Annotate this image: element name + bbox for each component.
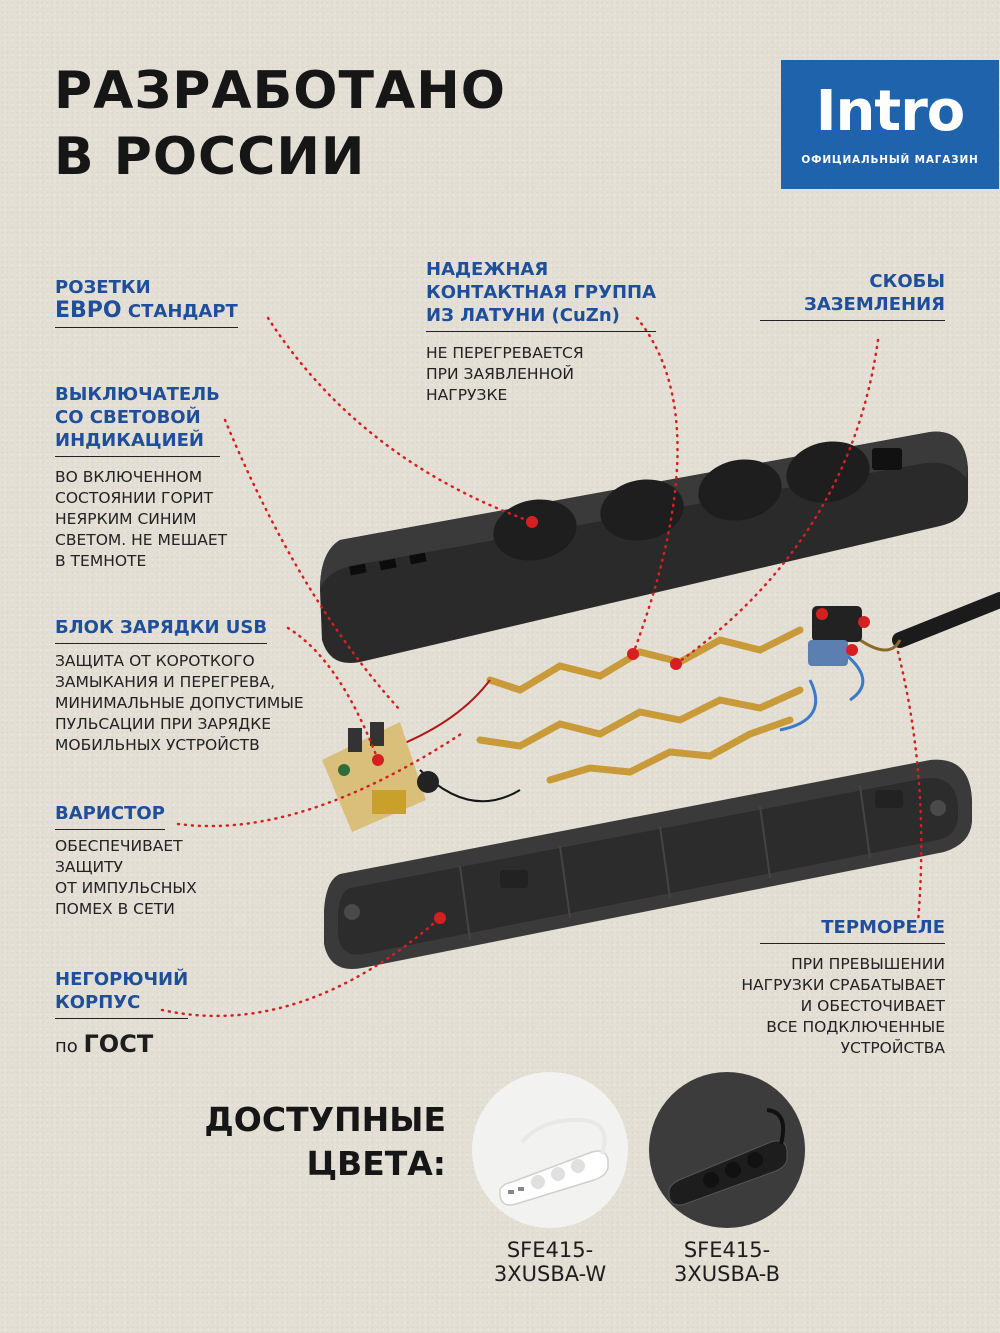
euro-sockets-label-top: РОЗЕТКИ — [55, 277, 151, 298]
euro-sockets-label-big: ЕВРО — [55, 298, 122, 323]
varistor-label: ВАРИСТОР — [55, 802, 165, 830]
switch-desc-2: СОСТОЯНИИ ГОРИТ — [55, 489, 214, 507]
usb-block-label: БЛОК ЗАРЯДКИ USB — [55, 616, 268, 644]
brass-contact-rails — [476, 626, 804, 784]
black-strip-image — [668, 1108, 788, 1206]
contact-group-desc-2: ПРИ ЗАЯВЛЕННОЙ — [426, 365, 575, 383]
callout-dots — [372, 516, 870, 924]
headline-line-1: РАЗРАБОТАНО — [54, 61, 506, 121]
switch-desc-4: СВЕТОМ. НЕ МЕШАЕТ — [55, 531, 228, 549]
available-colors-title: ДОСТУПНЫЕ ЦВЕТА: — [196, 1098, 446, 1186]
contact-group-label-3: ИЗ ЛАТУНИ (CuZn) — [426, 304, 657, 332]
contact-group-label-2: КОНТАКТНАЯ ГРУППА — [426, 282, 657, 303]
contact-group-label-1: НАДЕЖНАЯ — [426, 259, 549, 280]
varistor-desc-2: ЗАЩИТУ — [55, 858, 124, 876]
thermal-relay-label-text: ТЕРМОРЕЛЕ — [760, 916, 945, 944]
power-strip-bottom-housing — [324, 759, 972, 969]
callout-lines — [160, 316, 923, 1018]
housing-gost-prefix: по — [55, 1036, 78, 1057]
brand-name: Intro — [815, 79, 966, 144]
switch-desc: ВО ВКЛЮЧЕННОМ СОСТОЯНИИ ГОРИТ НЕЯРКИМ СИ… — [55, 467, 227, 572]
contact-group-desc-3: НАГРУЗКЕ — [426, 386, 508, 404]
housing-gost: по ГОСТ — [55, 1030, 153, 1058]
thermal-relay-desc: ПРИ ПРЕВЫШЕНИИ НАГРУЗКИ СРАБАТЫВАЕТ И ОБ… — [660, 954, 945, 1059]
usb-block-desc-5: МОБИЛЬНЫХ УСТРОЙСТВ — [55, 736, 260, 754]
varistor-desc: ОБЕСПЕЧИВАЕТ ЗАЩИТУ ОТ ИМПУЛЬСНЫХ ПОМЕХ … — [55, 836, 197, 920]
thermal-relay-desc-5: УСТРОЙСТВА — [840, 1039, 945, 1057]
euro-sockets-label: РОЗЕТКИ ЕВРО СТАНДАРТ — [55, 276, 238, 328]
switch-desc-5: В ТЕМНОТЕ — [55, 552, 147, 570]
housing-label-2: КОРПУС — [55, 991, 189, 1019]
headline: РАЗРАБОТАНО В РОССИИ — [54, 58, 506, 190]
model-white: SFE415- 3XUSBA-W — [465, 1238, 635, 1286]
thermal-relay-desc-1: ПРИ ПРЕВЫШЕНИИ — [791, 955, 945, 973]
switch-label-1: ВЫКЛЮЧАТЕЛЬ — [55, 384, 220, 405]
switch-label-3: ИНДИКАЦИЕЙ — [55, 429, 220, 457]
usb-charging-pcb — [322, 722, 439, 832]
headline-line-2: В РОССИИ — [54, 127, 366, 187]
model-white-line-1: SFE415- — [506, 1238, 594, 1262]
usb-block-desc-1: ЗАЩИТА ОТ КОРОТКОГО — [55, 652, 255, 670]
switch-label-2: СО СВЕТОВОЙ — [55, 407, 201, 428]
switch-desc-1: ВО ВКЛЮЧЕННОМ — [55, 468, 203, 486]
varistor-desc-4: ПОМЕХ В СЕТИ — [55, 900, 175, 918]
varistor-desc-1: ОБЕСПЕЧИВАЕТ — [55, 837, 183, 855]
thermal-relay-label: ТЕРМОРЕЛЕ — [760, 916, 945, 944]
contact-group-desc-1: НЕ ПЕРЕГРЕВАЕТСЯ — [426, 344, 584, 362]
usb-block-label-text: БЛОК ЗАРЯДКИ USB — [55, 616, 268, 644]
model-black-line-2: 3XUSBA-B — [674, 1262, 780, 1286]
brand-subtitle: ОФИЦИАЛЬНЫЙ МАГАЗИН — [801, 154, 979, 166]
usb-block-desc: ЗАЩИТА ОТ КОРОТКОГО ЗАМЫКАНИЯ И ПЕРЕГРЕВ… — [55, 651, 304, 756]
thermal-relay-desc-3: И ОБЕСТОЧИВАЕТ — [800, 997, 945, 1015]
contact-group-label: НАДЕЖНАЯ КОНТАКТНАЯ ГРУППА ИЗ ЛАТУНИ (Cu… — [426, 258, 657, 332]
model-black: SFE415- 3XUSBA-B — [642, 1238, 812, 1286]
contact-group-desc: НЕ ПЕРЕГРЕВАЕТСЯ ПРИ ЗАЯВЛЕННОЙ НАГРУЗКЕ — [426, 343, 584, 406]
white-strip-image — [499, 1117, 609, 1206]
thermal-relay-desc-2: НАГРУЗКИ СРАБАТЫВАЕТ — [741, 976, 945, 994]
power-strip-top-housing — [320, 431, 968, 664]
model-black-line-1: SFE415- — [683, 1238, 771, 1262]
euro-sockets-label-rest: СТАНДАРТ — [127, 301, 238, 322]
usb-block-desc-3: МИНИМАЛЬНЫЕ ДОПУСТИМЫЕ — [55, 694, 304, 712]
brand-logo[interactable]: Intro ОФИЦИАЛЬНЫЙ МАГАЗИН — [781, 60, 999, 189]
available-colors-title-2: ЦВЕТА: — [306, 1144, 446, 1183]
usb-block-desc-4: ПУЛЬСАЦИИ ПРИ ЗАРЯДКЕ — [55, 715, 272, 733]
switch-label: ВЫКЛЮЧАТЕЛЬ СО СВЕТОВОЙ ИНДИКАЦИЕЙ — [55, 383, 220, 457]
grounding-label: СКОБЫ ЗАЗЕМЛЕНИЯ — [760, 270, 945, 321]
grounding-label-2: ЗАЗЕМЛЕНИЯ — [760, 293, 945, 321]
available-colors-title-1: ДОСТУПНЫЕ — [204, 1100, 446, 1139]
grounding-label-1: СКОБЫ — [869, 271, 945, 292]
thermal-relay-desc-4: ВСЕ ПОДКЛЮЧЕННЫЕ — [766, 1018, 945, 1036]
usb-block-desc-2: ЗАМЫКАНИЯ И ПЕРЕГРЕВА, — [55, 673, 276, 691]
housing-label: НЕГОРЮЧИЙ КОРПУС — [55, 968, 189, 1019]
housing-label-1: НЕГОРЮЧИЙ — [55, 969, 189, 990]
varistor-label-text: ВАРИСТОР — [55, 802, 165, 830]
model-white-line-2: 3XUSBA-W — [493, 1262, 607, 1286]
color-variant-white[interactable] — [472, 1072, 628, 1228]
housing-gost-text: ГОСТ — [83, 1030, 154, 1058]
varistor-desc-3: ОТ ИМПУЛЬСНЫХ — [55, 879, 197, 897]
color-variant-black[interactable] — [649, 1072, 805, 1228]
switch-desc-3: НЕЯРКИМ СИНИМ — [55, 510, 197, 528]
